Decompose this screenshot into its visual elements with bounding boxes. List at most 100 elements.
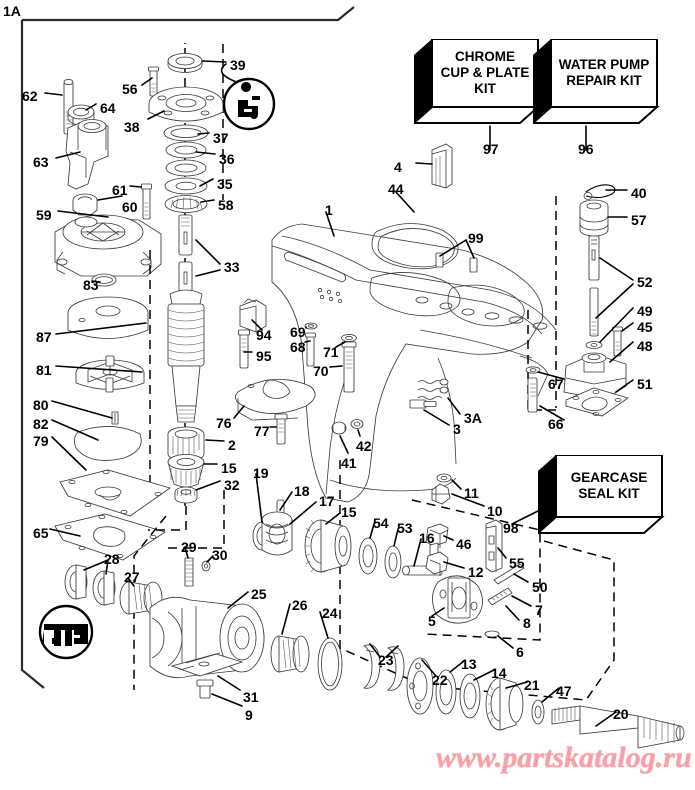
callout-36: 36 (219, 151, 235, 167)
part-14-seal (459, 673, 481, 719)
callout-38: 38 (124, 119, 140, 135)
callout-41: 41 (341, 455, 357, 471)
part-87-impeller-cup (67, 296, 149, 339)
part-55-shift-rod (485, 519, 503, 573)
callout-15: 15 (341, 504, 357, 520)
kit-box-shape (530, 38, 660, 124)
part-41-plug (331, 421, 347, 435)
part-36-washers (165, 141, 207, 177)
part-49-washer (585, 341, 603, 349)
part-20-propeller-shaft (551, 705, 685, 749)
callout-23: 23 (378, 652, 394, 668)
part-63-housing (65, 119, 109, 190)
callout-31: 31 (243, 689, 259, 705)
callout-65: 65 (33, 525, 49, 541)
callout-17: 17 (319, 493, 335, 509)
part-83-oring (91, 273, 117, 287)
part-52-shift-rod-lower (589, 287, 599, 337)
part-77-screw (274, 413, 288, 445)
special-tool-badge-lower-icon (38, 604, 94, 660)
part-11-seal (436, 473, 452, 483)
part-33-driveshaft-upper (178, 214, 193, 256)
part-30-washer (201, 560, 211, 572)
part-2-bearing-sleeve (167, 426, 205, 462)
part-15-pinion-gear (167, 454, 205, 488)
part-3-screw (409, 399, 437, 409)
kit-label-line: SEAL KIT (578, 486, 640, 501)
callout-12: 12 (468, 564, 484, 580)
part-48-shift-housing (563, 352, 627, 401)
part-6-pin (484, 630, 500, 638)
part-12-shift-cam (425, 551, 449, 576)
part-15b-forward-gear (304, 519, 352, 573)
callout-53: 53 (397, 520, 413, 536)
kit-box-side-face (533, 39, 551, 123)
callout-76: 76 (216, 415, 232, 431)
callout-82: 82 (33, 416, 49, 432)
callout-97: 97 (483, 141, 499, 157)
callout-77: 77 (254, 423, 270, 439)
callout-55: 55 (509, 555, 525, 571)
callout-62: 62 (22, 88, 38, 104)
callout-26: 26 (292, 597, 308, 613)
kit-box-front-face (550, 38, 658, 108)
callout-81: 81 (36, 362, 52, 378)
part-51-gasket (565, 387, 629, 417)
callout-16: 16 (419, 530, 435, 546)
bracket-lower-left (148, 506, 187, 531)
kit-box-front-face (431, 38, 539, 108)
part-25-propshaft-housing (149, 596, 265, 679)
site-watermark: www.partskatalog.ru (436, 741, 692, 774)
part-65-gasket (54, 513, 166, 561)
callout-63: 63 (33, 154, 49, 170)
part-24-oring (317, 637, 343, 691)
callout-79: 79 (33, 433, 49, 449)
leader-lines (44, 60, 634, 727)
kit-label-line: CHROME (455, 49, 515, 65)
part-31-anode-plate (170, 652, 244, 677)
callout-18: 18 (294, 483, 310, 499)
callout-37: 37 (213, 130, 229, 146)
part-29-spring (184, 557, 194, 587)
part-53-thrust-washer (384, 545, 402, 579)
part-28-bearings (64, 564, 116, 606)
callout-67: 67 (548, 376, 564, 392)
part-9-screw (196, 679, 214, 699)
part-4-anode (431, 143, 453, 189)
callout-13: 13 (461, 656, 477, 672)
callout-39: 39 (230, 57, 246, 73)
callout-57: 57 (631, 212, 647, 228)
callout-22: 22 (432, 672, 448, 688)
part-3A-springs (417, 378, 449, 400)
callout-46: 46 (456, 536, 472, 552)
callout-25: 25 (251, 586, 267, 602)
part-33-driveshaft-lower (167, 261, 205, 423)
callout-32: 32 (224, 477, 240, 493)
callout-99: 99 (468, 230, 484, 246)
part-79-pump-base (59, 469, 171, 517)
callout-64: 64 (100, 100, 116, 116)
part-38-pump-cup (148, 86, 224, 122)
part-50-pin (493, 563, 525, 585)
part-22-bearing-flange (406, 657, 434, 715)
part-21-reverse-gear (485, 677, 524, 731)
kit-label-line: WATER PUMP (558, 57, 650, 73)
part-95-bolt (238, 329, 250, 369)
callout-95: 95 (256, 348, 272, 364)
callout-1: 1 (325, 202, 333, 218)
kit-box-side-face (414, 39, 432, 123)
part-13-seal (435, 669, 457, 715)
callout-52: 52 (637, 274, 653, 290)
callout-30: 30 (212, 547, 228, 563)
bracket-mid-right (411, 499, 541, 641)
callout-11: 11 (464, 485, 479, 501)
kit-label-line: CUP & PLATE (440, 65, 530, 81)
callout-27: 27 (124, 569, 140, 585)
callout-4: 4 (394, 159, 402, 175)
